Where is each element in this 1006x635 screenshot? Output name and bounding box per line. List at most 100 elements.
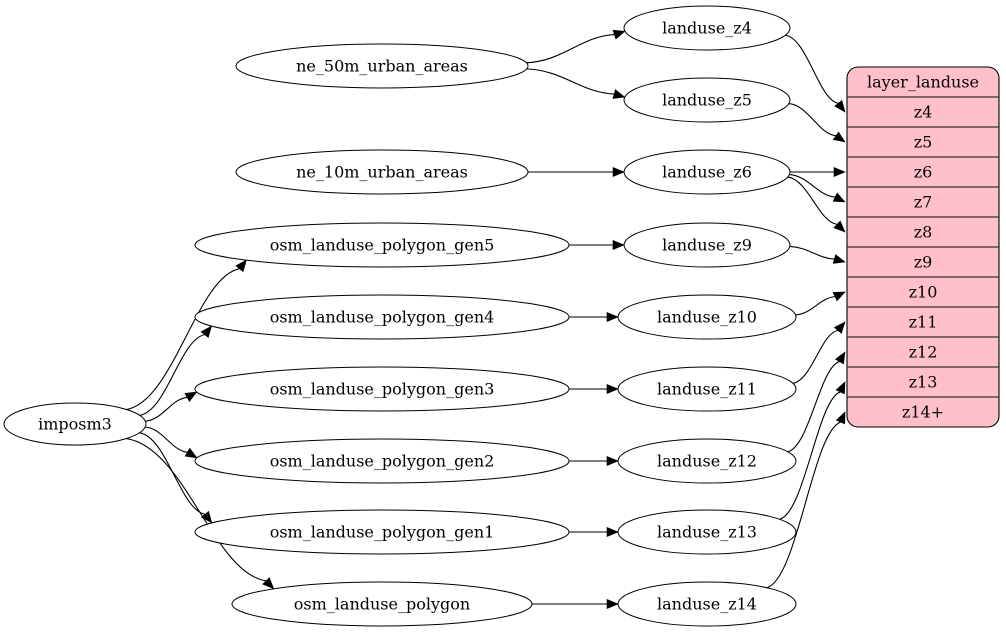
edge-landuse_z9-to-z9 <box>789 245 835 260</box>
record-row-z7[interactable]: z7 <box>847 187 999 217</box>
record-row-hitbox <box>847 217 999 247</box>
record-row-z11[interactable]: z11 <box>847 307 999 337</box>
node-shape <box>623 222 791 268</box>
node-osm_landuse_polygon_gen4[interactable]: osm_landuse_polygon_gen4 <box>194 294 570 340</box>
record-row-hitbox <box>847 157 999 187</box>
edge-arrowhead <box>832 192 846 203</box>
node-ne_50m_urban_areas[interactable]: ne_50m_urban_areas <box>235 43 529 89</box>
edge-imposm3-to-osm_landuse_polygon_gen2 <box>145 426 188 453</box>
edge-ne_50m_urban_areas-to-landuse_z4 <box>526 34 615 64</box>
edge-arrowhead <box>606 526 619 538</box>
edge-landuse_z12-to-z12 <box>787 361 840 453</box>
record-row-z5[interactable]: z5 <box>847 127 999 157</box>
edge-landuse_z10-to-z10 <box>795 296 836 316</box>
node-shape <box>623 77 791 123</box>
record-node-layer-landuse[interactable]: layer_landusez4z5z6z7z8z9z10z11z12z13z14… <box>846 66 1000 428</box>
node-shape <box>194 222 570 268</box>
record-row-z6[interactable]: z6 <box>847 157 999 187</box>
node-landuse_z10[interactable]: landuse_z10 <box>617 294 797 340</box>
record-row-z4[interactable]: z4 <box>847 97 999 127</box>
record-row-hitbox <box>847 367 999 397</box>
node-shape <box>231 581 533 627</box>
node-ne_10m_urban_areas[interactable]: ne_10m_urban_areas <box>235 149 529 195</box>
node-osm_landuse_polygon_gen3[interactable]: osm_landuse_polygon_gen3 <box>194 366 570 412</box>
edge-arrowhead <box>606 455 619 467</box>
edge-arrowhead <box>184 447 198 459</box>
node-shape <box>3 402 147 446</box>
edge-arrowhead <box>833 220 846 233</box>
record-row-hitbox <box>847 187 999 217</box>
edge-imposm3-to-osm_landuse_polygon <box>126 437 267 582</box>
node-landuse_z9[interactable]: landuse_z9 <box>623 222 791 268</box>
record-row-z13[interactable]: z13 <box>847 367 999 397</box>
edge-arrowhead <box>606 311 619 323</box>
node-landuse_z5[interactable]: landuse_z5 <box>623 77 791 123</box>
edge-arrowhead <box>606 383 619 395</box>
node-osm_landuse_polygon_gen1[interactable]: osm_landuse_polygon_gen1 <box>194 509 570 555</box>
edge-arrowhead <box>612 89 626 99</box>
edge-arrowhead <box>832 254 846 264</box>
edge-arrowhead <box>200 510 213 524</box>
node-landuse_z6[interactable]: landuse_z6 <box>623 149 791 195</box>
record-row-z9[interactable]: z9 <box>847 247 999 277</box>
edge-ne_50m_urban_areas-to-landuse_z5 <box>526 68 615 95</box>
edge-arrowhead <box>262 577 275 590</box>
edge-arrowhead <box>835 411 846 425</box>
edge-imposm3-to-osm_landuse_polygon_gen4 <box>139 334 205 416</box>
node-shape <box>617 294 797 340</box>
record-row-hitbox <box>847 97 999 127</box>
node-shape <box>617 366 797 412</box>
node-shape <box>623 149 791 195</box>
record-row-z14+[interactable]: z14+ <box>847 397 999 427</box>
node-osm_landuse_polygon_gen2[interactable]: osm_landuse_polygon_gen2 <box>194 438 570 484</box>
node-landuse_z12[interactable]: landuse_z12 <box>617 438 797 484</box>
node-shape <box>623 5 791 51</box>
node-shape <box>617 509 797 555</box>
node-shape <box>194 366 570 412</box>
edge-landuse_z5-to-z5 <box>788 103 837 137</box>
node-shape <box>194 509 570 555</box>
node-shape <box>235 43 529 89</box>
edge-landuse_z6-to-z7 <box>789 173 836 198</box>
edge-arrowhead <box>833 321 846 334</box>
record-row-hitbox <box>847 247 999 277</box>
nodes-layer: imposm3 ne_50m_urban_areas ne_10m_urban_ar… <box>3 5 797 627</box>
edge-imposm3-to-osm_landuse_polygon_gen3 <box>145 396 188 422</box>
record-row-z10[interactable]: z10 <box>847 277 999 307</box>
record-row-z12[interactable]: z12 <box>847 337 999 367</box>
edge-arrowhead <box>833 166 846 178</box>
node-landuse_z14[interactable]: landuse_z14 <box>617 581 797 627</box>
edge-landuse_z11-to-z11 <box>792 329 839 384</box>
edge-arrowhead <box>834 99 846 113</box>
edge-landuse_z6-to-z8 <box>787 176 838 225</box>
node-shape <box>194 438 570 484</box>
node-landuse_z13[interactable]: landuse_z13 <box>617 509 797 555</box>
edge-arrowhead <box>235 259 247 273</box>
node-shape <box>617 438 797 484</box>
edge-arrowhead <box>612 166 625 178</box>
edge-landuse_z13-to-z13 <box>779 391 841 520</box>
record-row-z8[interactable]: z8 <box>847 217 999 247</box>
edge-arrowhead <box>184 391 198 402</box>
edge-arrowhead <box>834 351 846 365</box>
node-osm_landuse_polygon[interactable]: osm_landuse_polygon <box>231 581 533 627</box>
edge-arrowhead <box>835 381 846 395</box>
node-landuse_z4[interactable]: landuse_z4 <box>623 5 791 51</box>
record-row-hitbox <box>847 337 999 367</box>
record-row-hitbox <box>847 277 999 307</box>
edge-arrowhead <box>612 29 626 40</box>
edge-landuse_z14-to-z14+ <box>766 421 841 589</box>
edge-arrowhead <box>832 131 846 143</box>
node-osm_landuse_polygon_gen5[interactable]: osm_landuse_polygon_gen5 <box>194 222 570 268</box>
edge-arrowhead <box>200 325 213 339</box>
node-landuse_z11[interactable]: landuse_z11 <box>617 366 797 412</box>
edge-arrowhead <box>606 598 619 610</box>
edge-arrowhead <box>612 239 625 251</box>
node-imposm3[interactable]: imposm3 <box>3 402 147 446</box>
edge-imposm3-to-osm_landuse_polygon_gen5 <box>126 268 240 411</box>
record-row-hitbox <box>847 307 999 337</box>
node-shape <box>617 581 797 627</box>
node-shape <box>235 149 529 195</box>
